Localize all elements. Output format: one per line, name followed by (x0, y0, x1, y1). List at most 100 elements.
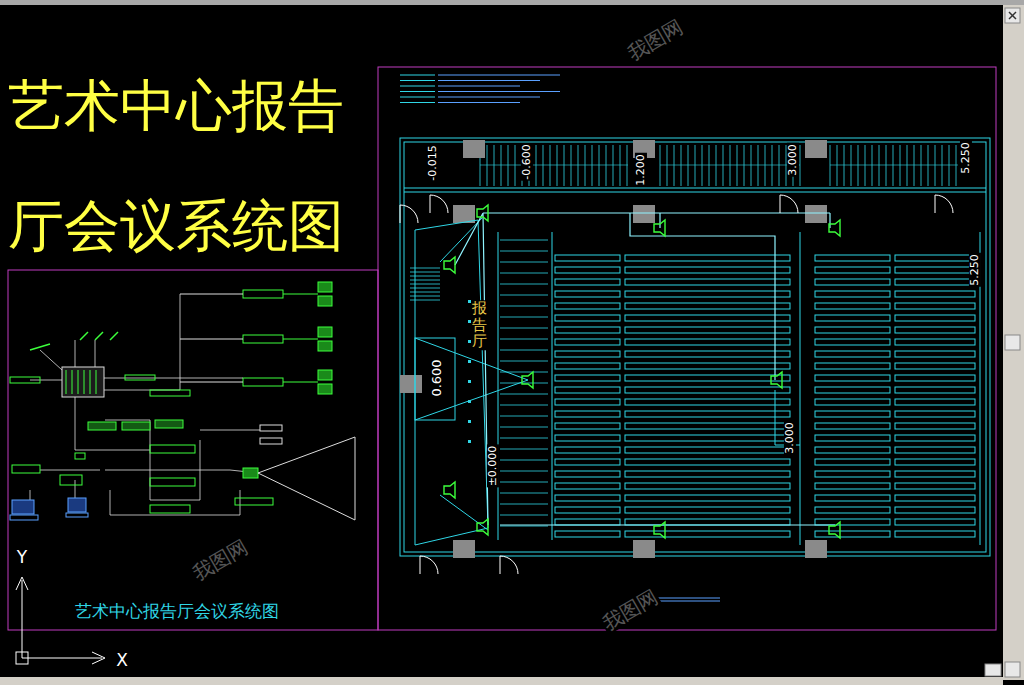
cad-line (779, 145, 780, 186)
door-symbol (420, 556, 438, 574)
cad-line (543, 145, 544, 186)
cad-line (914, 145, 915, 186)
cad-rect (815, 255, 890, 261)
cad-rect (150, 478, 195, 486)
cad-line (500, 339, 548, 340)
cad-rect (10, 515, 38, 520)
cad-line (498, 232, 499, 540)
cad-line (283, 339, 318, 340)
cad-rect (150, 505, 190, 513)
cad-line (660, 165, 800, 166)
cad-rect (468, 440, 471, 443)
cad-line (438, 80, 540, 81)
cad-line (404, 192, 986, 193)
cad-rect (125, 375, 155, 380)
cad-rect (60, 475, 82, 485)
cad-rect (625, 339, 790, 345)
cad-rect (66, 513, 88, 517)
cad-line (844, 145, 845, 186)
speaker-symbol (477, 519, 488, 535)
cad-rect (815, 327, 890, 333)
cad-rect (68, 498, 86, 512)
cad-line (400, 97, 435, 98)
cad-rect (815, 399, 890, 405)
speaker-symbol (829, 220, 840, 236)
cad-line (500, 449, 548, 450)
cad-rect (235, 498, 273, 505)
cad-rect (625, 459, 790, 465)
cad-rect (805, 140, 827, 158)
cad-rect (625, 531, 790, 537)
cad-rect (895, 483, 975, 489)
cad-rect (625, 255, 790, 261)
cad-line (500, 416, 548, 417)
cad-line (627, 145, 628, 186)
watermark: 我图网 (188, 535, 253, 585)
cad-rect (895, 447, 975, 453)
floor-plan (400, 75, 990, 601)
cad-rect (625, 507, 790, 513)
cad-line (536, 145, 537, 186)
cad-rect (62, 367, 104, 397)
cad-rect (815, 519, 890, 525)
cad-rect (895, 363, 975, 369)
cad-rect (625, 387, 790, 393)
cad-rect (625, 315, 790, 321)
cad-line (830, 145, 831, 186)
cad-rect (815, 363, 890, 369)
cad-rect (400, 138, 990, 556)
cad-line (942, 145, 943, 186)
cad-rect (555, 423, 620, 429)
cad-line (837, 145, 838, 186)
cad-rect (318, 282, 332, 292)
cad-rect (895, 495, 975, 501)
cad-rect (895, 411, 975, 417)
cad-rect (895, 351, 975, 357)
cad-rect (150, 390, 190, 396)
cad-line (438, 97, 540, 98)
cad-line (84, 370, 85, 394)
cad-rect (815, 387, 890, 393)
cad-line (928, 145, 929, 186)
cad-line (508, 145, 509, 186)
cad-line (744, 145, 745, 186)
cad-rect (815, 507, 890, 513)
cad-line (606, 145, 607, 186)
cad-rect (555, 483, 620, 489)
cad-rect (555, 435, 620, 441)
cad-rect (895, 339, 975, 345)
cad-line (1009, 12, 1016, 19)
cad-rect (155, 420, 183, 428)
elevation-mark: -0.015 (427, 144, 439, 181)
cad-rect (625, 375, 790, 381)
elevation-mark: 3.000 (787, 143, 799, 177)
cad-rect (625, 327, 790, 333)
stage-outline (415, 220, 488, 545)
cad-rect (805, 205, 827, 223)
cad-line (592, 145, 593, 186)
cad-rect (815, 279, 890, 285)
cad-line (500, 273, 548, 274)
cad-rect (895, 423, 975, 429)
cad-rect (895, 375, 975, 381)
cad-line (400, 86, 435, 87)
cad-rect (1005, 662, 1020, 677)
cad-line (90, 370, 91, 394)
cad-line (552, 232, 553, 540)
cad-rect (815, 483, 890, 489)
speaker-symbol (654, 220, 665, 236)
cad-rect (895, 327, 975, 333)
cad-rect (895, 267, 975, 273)
axis-label: X (116, 651, 128, 670)
cad-line (500, 504, 548, 505)
cad-line (500, 526, 548, 527)
cad-line (480, 165, 628, 166)
cad-rect (895, 315, 975, 321)
cad-line (500, 284, 548, 285)
cad-line (674, 145, 675, 186)
cad-rect (555, 459, 620, 465)
cad-rect (555, 363, 620, 369)
drawing-frames (8, 67, 996, 630)
cad-line (500, 471, 548, 472)
cad-line (858, 145, 859, 186)
